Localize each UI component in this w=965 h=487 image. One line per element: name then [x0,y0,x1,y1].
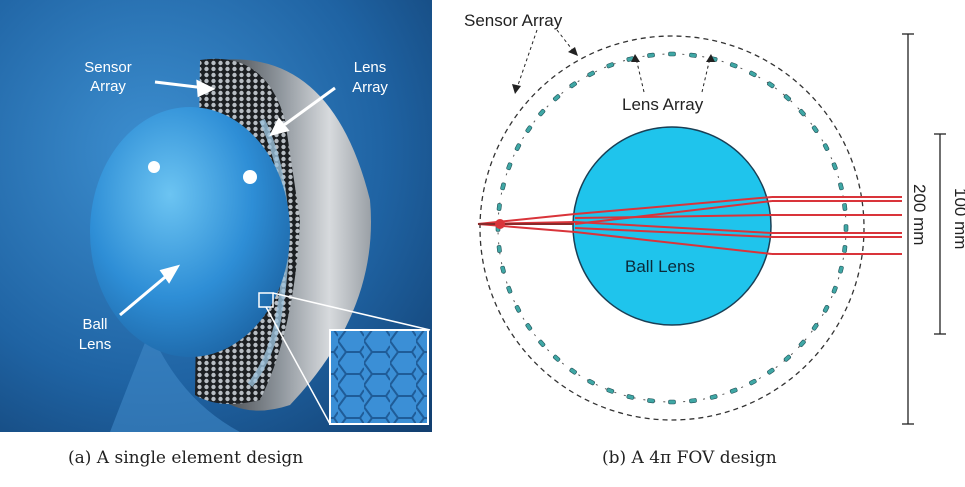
label-sensor-array-line1: Sensor [84,59,132,76]
lenslet [569,367,577,375]
lenslet [838,182,844,191]
lenslet [783,94,792,102]
lenslet [749,70,757,78]
panel-a-single-element: Sensor Array Lens Array Ball Lens [0,0,432,432]
zoom-inset [329,329,429,425]
lenslet [647,398,655,404]
label-ball-lens-line1: Ball [82,316,107,333]
fov-schematic: Sensor Array Lens Array Ball Lens 100 mm… [464,11,965,425]
focal-point [495,219,505,229]
lenslet [506,162,513,171]
lenslet [496,245,502,253]
lenslet [842,245,848,253]
highlight [148,161,160,173]
lenslet [822,305,830,313]
label-sensor-array: Sensor Array [464,11,563,30]
lenslet [525,323,533,331]
lenslet [831,162,838,171]
lenslet [689,398,697,404]
ball-lens-sphere [90,107,290,357]
lenslet [606,62,615,69]
lenslet [842,203,848,211]
sensor-array-circle [479,35,865,421]
lenslet [647,52,655,58]
ball-lens-circle [572,126,772,326]
annotation-arrows [516,29,711,93]
lenslet [729,62,738,69]
lenslet [831,285,838,294]
caption-a: (a) A single element design [68,448,304,468]
lenslet [709,394,718,400]
lenslet [500,265,506,274]
lenslet [767,367,775,375]
lenslet [811,323,819,331]
lenslet [838,265,844,274]
lenslet [811,125,819,133]
lenslet [538,108,546,117]
lenslet [798,108,806,117]
lenslet [767,81,775,89]
lenslet [587,70,595,78]
lenslet [569,81,577,89]
lenslet [496,203,502,211]
highlight [243,170,257,184]
annotation-arrows [119,79,336,317]
lenslet [729,387,738,394]
lenslet [552,354,561,362]
lenslet [606,387,615,394]
label-dim-100: 100 mm [951,188,965,249]
label-lens-array: Lens Array [622,95,704,114]
lenslet [500,182,506,191]
lenslet [822,143,830,151]
caption-b: (b) A 4π FOV design [602,448,777,468]
label-sensor-array-line2: Array [90,78,126,95]
lenslet [525,125,533,133]
lenslet [668,51,676,57]
single-element-illustration: Sensor Array Lens Array Ball Lens [0,0,432,432]
lenslet [689,52,697,58]
lenslet [843,224,849,232]
label-lens-array-line2: Array [352,79,388,96]
lenslet [668,399,676,405]
lenslet [626,394,635,400]
lenslet [538,339,546,348]
lenslet [506,285,513,294]
label-ball-lens-line2: Lens [79,336,112,353]
lenslet [587,378,595,386]
lens-array-rim [247,118,289,387]
label-dim-200: 200 mm [910,184,929,245]
lenslets [495,51,849,405]
dimension-lines [902,33,946,425]
panel-b-4pi-fov: Sensor Array Lens Array Ball Lens 100 mm… [432,0,965,440]
lenslet [514,143,522,151]
lenslet [783,354,792,362]
arrow-heads [512,47,715,94]
lenslet [749,378,757,386]
label-lens-array-line1: Lens [354,59,387,76]
lenslet [552,94,561,102]
label-ball-lens: Ball Lens [625,257,695,276]
lenslet [798,339,806,348]
lenslet [514,305,522,313]
